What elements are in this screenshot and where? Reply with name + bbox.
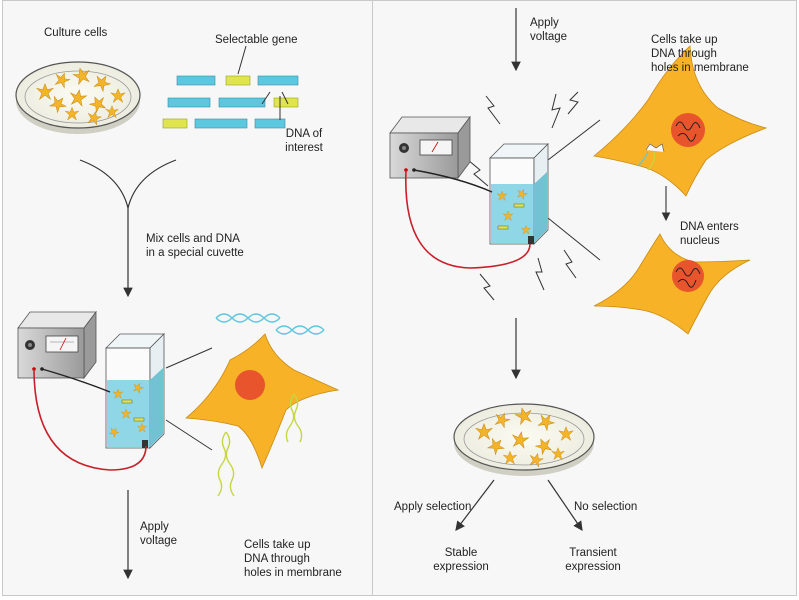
apply-selection-label: Apply selection [394,501,472,513]
power-supply-icon [17,310,97,380]
cuvette-icon-right [489,143,549,245]
lightning-icon [467,91,579,301]
dna-helix-icon [215,313,325,335]
culture-cells-label: Culture cells [44,27,108,39]
cuvette-icon [105,333,165,449]
selectable-gene-label: Selectable gene [215,34,298,46]
cell-nucleus-icon [593,233,751,335]
culture-dish-icon [15,61,141,134]
merge-arrow [79,159,177,298]
power-supply-icon-right [389,115,471,180]
cell-dna-uptake-icon [593,45,768,197]
pointer-lines [237,45,289,120]
dna-helix-yellow-icon [217,393,303,497]
red-wire [33,368,147,471]
culture-dish-icon-right [453,403,595,476]
cell-icon [184,333,340,470]
right-panel [372,0,797,596]
no-selection-label: No selection [574,501,638,513]
dna-fragments-icon [162,75,299,129]
black-wire [41,368,111,393]
